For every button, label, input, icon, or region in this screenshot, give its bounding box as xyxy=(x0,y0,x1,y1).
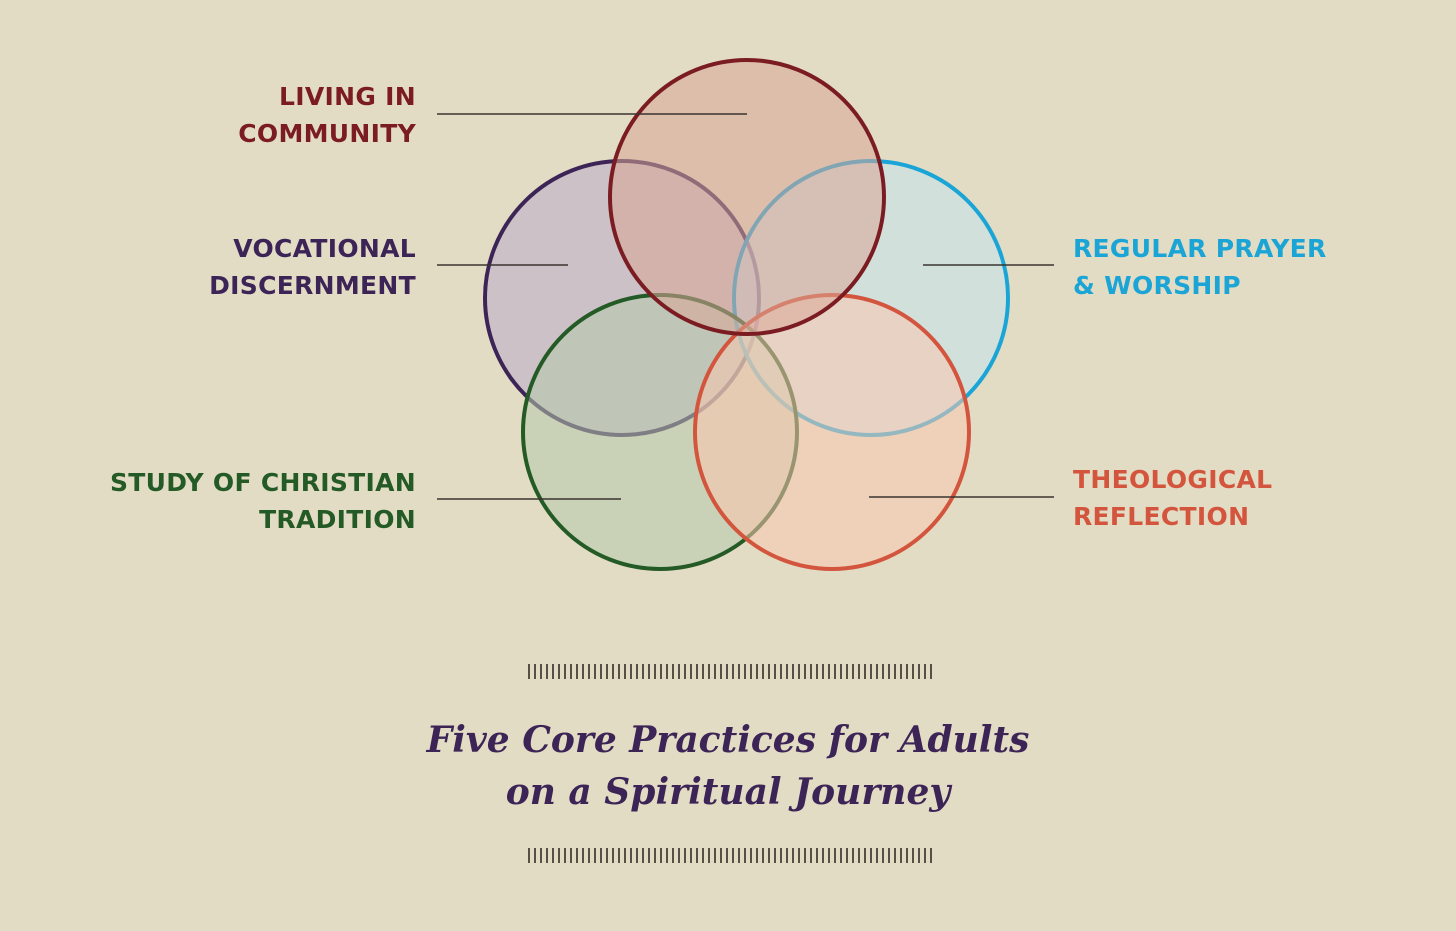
circle-theological xyxy=(693,293,971,571)
caption-line-1: Five Core Practices for Adults xyxy=(426,719,1030,761)
decorative-rule-bottom xyxy=(528,848,932,863)
label-line-2: REFLECTION xyxy=(1073,502,1250,531)
label-line-2: & WORSHIP xyxy=(1073,271,1241,300)
circle-layer xyxy=(483,58,1010,571)
label-line-2: DISCERNMENT xyxy=(209,271,416,300)
label-line-1: LIVING IN xyxy=(279,82,416,111)
label-theological-reflection: THEOLOGICAL REFLECTION xyxy=(1073,461,1272,535)
label-line-1: REGULAR PRAYER xyxy=(1073,234,1327,263)
label-study-of-christian-tradition: STUDY OF CHRISTIAN TRADITION xyxy=(110,464,416,538)
label-living-in-community: LIVING IN COMMUNITY xyxy=(238,78,416,152)
label-line-1: STUDY OF CHRISTIAN xyxy=(110,468,416,497)
caption-title: Five Core Practices for Adults on a Spir… xyxy=(0,714,1456,818)
label-line-2: COMMUNITY xyxy=(238,119,416,148)
label-vocational-discernment: VOCATIONAL DISCERNMENT xyxy=(209,230,416,304)
circle-community xyxy=(608,58,886,336)
label-line-1: VOCATIONAL xyxy=(233,234,416,263)
label-regular-prayer-worship: REGULAR PRAYER & WORSHIP xyxy=(1073,230,1327,304)
label-line-1: THEOLOGICAL xyxy=(1073,465,1273,494)
caption-line-2: on a Spiritual Journey xyxy=(505,771,951,813)
decorative-rule-top xyxy=(528,664,932,679)
label-line-2: TRADITION xyxy=(259,505,416,534)
leader-line-layer xyxy=(437,113,1054,500)
